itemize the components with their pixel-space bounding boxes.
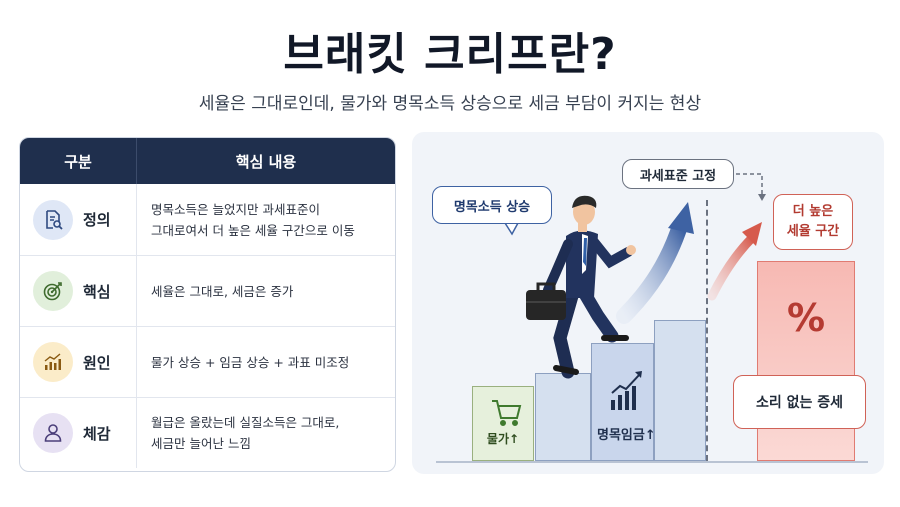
summary-table: 구분 핵심 내용 정의 명목소득은 늘었지만 과세표준이 그대로여서 더 높은 … — [19, 137, 396, 472]
rising-arrow-icon — [616, 202, 694, 324]
businessman-figure — [526, 195, 636, 379]
table-row: 원인 물가 상승 + 임금 상승 + 과표 미조정 — [20, 326, 395, 397]
document-search-icon — [33, 199, 73, 240]
row-text: 세율은 그대로, 세금은 증가 — [151, 283, 294, 299]
higher-bracket-bubble: 더 높은 세율 구간 — [773, 194, 853, 250]
target-icon — [33, 271, 73, 311]
percent-symbol: % — [786, 296, 826, 340]
bubble-text: 명목소득 상승 — [453, 199, 531, 215]
row-label: 원인 — [83, 353, 111, 372]
table-row: 정의 명목소득은 늘었지만 과세표준이 그대로여서 더 높은 세율 구간으로 이… — [20, 184, 395, 255]
table-header: 구분 핵심 내용 — [20, 138, 395, 184]
stair-step — [654, 320, 706, 461]
row-text: 명목소득은 늘었지만 과세표준이 — [151, 201, 320, 217]
bracket-fixed-bubble: 과세표준 고정 — [622, 159, 734, 189]
row-text: 물가 상승 + 임금 상승 + 과표 미조정 — [151, 354, 350, 370]
row-text: 그대로여서 더 높은 세율 구간으로 이동 — [151, 222, 355, 238]
wage-chart-icon — [611, 371, 642, 410]
row-label: 핵심 — [83, 282, 111, 301]
header-content: 핵심 내용 — [235, 152, 297, 171]
bubble-text: 소리 없는 증세 — [755, 395, 844, 411]
nominal-income-bubble: 명목소득 상승 — [432, 186, 552, 224]
row-label: 정의 — [83, 211, 111, 229]
row-text: 월급은 올랐는데 실질소득은 그대로, — [151, 415, 340, 430]
red-arrow-icon — [707, 222, 762, 301]
row-label: 체감 — [83, 424, 111, 443]
ground-line — [436, 461, 868, 463]
bubble-text: 과세표준 고정 — [639, 168, 717, 184]
page-subtitle: 세율은 그대로인데, 물가와 명목소득 상승으로 세금 부담이 커지는 현상 — [198, 94, 702, 114]
wage-step — [591, 343, 654, 461]
person-icon — [33, 413, 73, 453]
cart-icon — [492, 400, 522, 426]
table-row: 체감 월급은 올랐는데 실질소득은 그대로, 세금만 늘어난 느낌 — [20, 397, 395, 468]
row-text: 세금만 늘어난 느낌 — [151, 436, 251, 451]
dashed-connector — [736, 173, 763, 196]
header-category: 구분 — [20, 138, 137, 184]
bubble-text: 더 높은 — [792, 204, 834, 219]
page-title: 브래킷 크리프란? — [283, 29, 617, 80]
rising-chart-icon — [33, 342, 73, 382]
wage-label: 명목임금↑ — [597, 428, 656, 443]
bracket-threshold-line — [706, 200, 708, 461]
bubble-text: 세율 구간 — [786, 224, 840, 239]
silent-tax-bubble: 소리 없는 증세 — [733, 375, 866, 429]
table-row: 핵심 세율은 그대로, 세금은 증가 — [20, 255, 395, 326]
prices-label: 물가↑ — [486, 432, 520, 446]
